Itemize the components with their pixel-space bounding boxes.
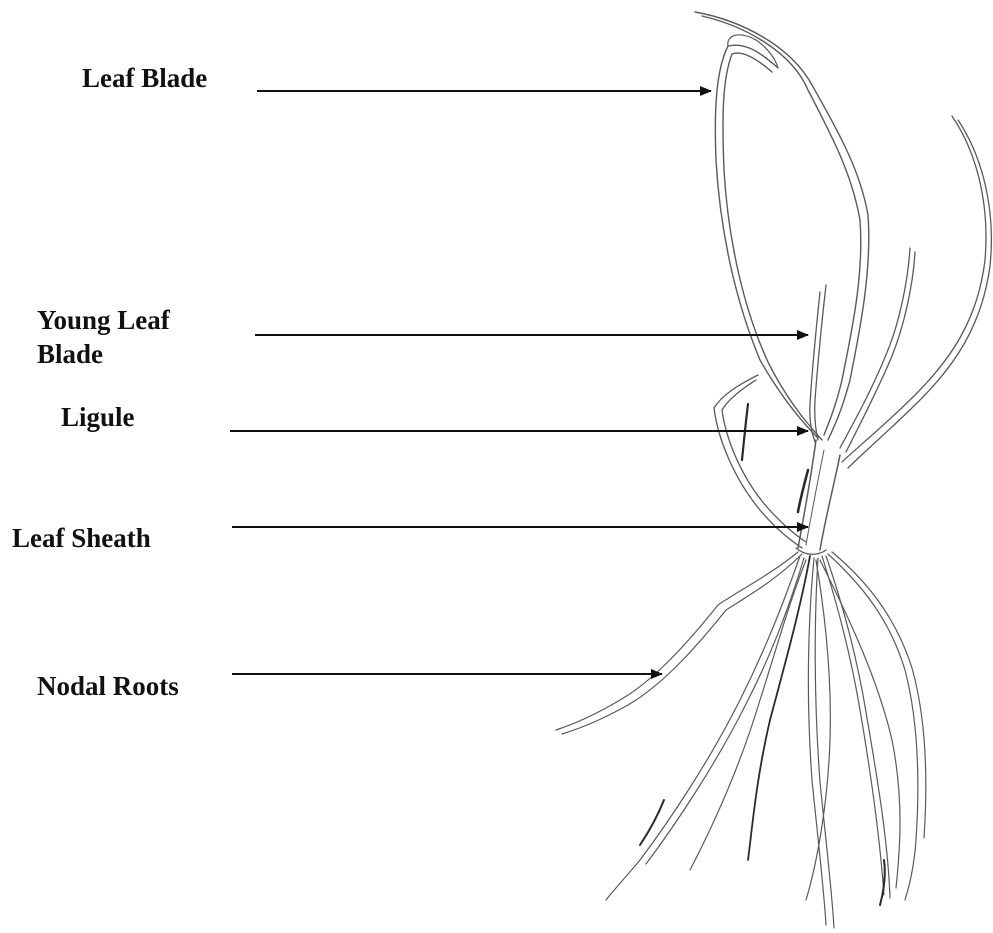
label-young-leaf-blade-line1: Young Leaf — [37, 303, 170, 337]
label-leaf-blade: Leaf Blade — [82, 61, 207, 95]
label-young-leaf-blade-line2: Blade — [37, 337, 170, 371]
label-leaf-sheath: Leaf Sheath — [12, 521, 151, 555]
plant-sketch — [556, 12, 991, 928]
pointer-lines — [230, 91, 808, 674]
leaf-blade-drawing — [695, 12, 869, 440]
nodal-roots-drawing — [556, 552, 926, 928]
label-young-leaf-blade: Young Leaf Blade — [37, 303, 170, 371]
label-ligule: Ligule — [61, 400, 135, 434]
leaf-sheath-drawing — [796, 440, 840, 554]
label-nodal-roots: Nodal Roots — [37, 669, 179, 703]
left-small-leaf-drawing — [714, 375, 806, 548]
young-leaf-blade-drawing — [810, 248, 915, 452]
